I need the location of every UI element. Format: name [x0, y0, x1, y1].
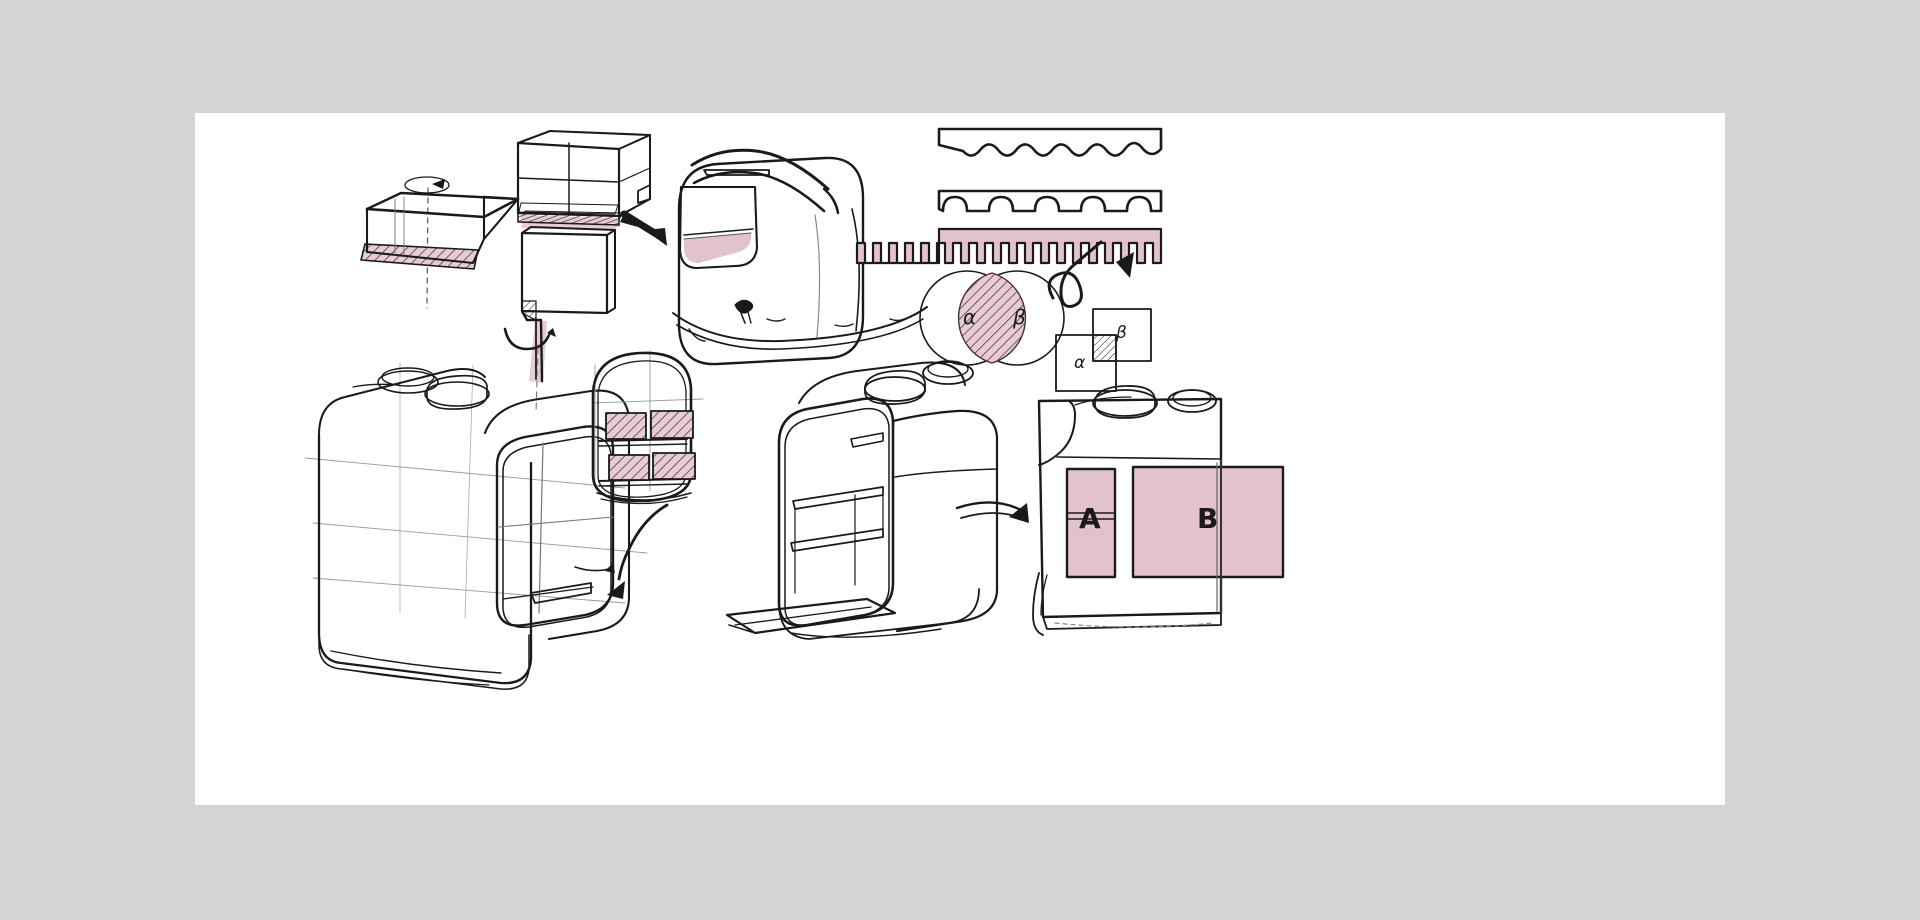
zone-b-rect: [1131, 465, 1285, 579]
arrow-small-right: [574, 563, 615, 573]
strip-wave-square: [937, 189, 1163, 213]
arrow-door-swing: [607, 503, 669, 599]
strip-wave-soft: [937, 127, 1163, 157]
sketch-canvas: [304, 127, 1285, 690]
sketch-sheet: α β α β A B: [195, 113, 1725, 805]
arrow-bold-right: [620, 210, 667, 246]
zone-a-rect: [1065, 467, 1117, 579]
group-hero-unit: [672, 148, 928, 366]
group-fold-panel: [503, 226, 616, 414]
arrow-to-panel: [955, 501, 1029, 523]
group-overlap-squares: [1047, 240, 1152, 392]
group-big-unit: [304, 362, 648, 690]
group-rotating-box: [360, 176, 520, 309]
group-venn-diagram: [919, 270, 1065, 366]
group-profile-strips: [855, 127, 1163, 265]
arrow-curl-up: [1047, 240, 1134, 308]
group-rack-unit: [591, 350, 704, 505]
group-compartment-panel: [1032, 385, 1285, 636]
strip-comb-teeth: [855, 227, 1163, 265]
group-panel-stack: [516, 129, 652, 230]
group-open-unit: [725, 360, 999, 640]
